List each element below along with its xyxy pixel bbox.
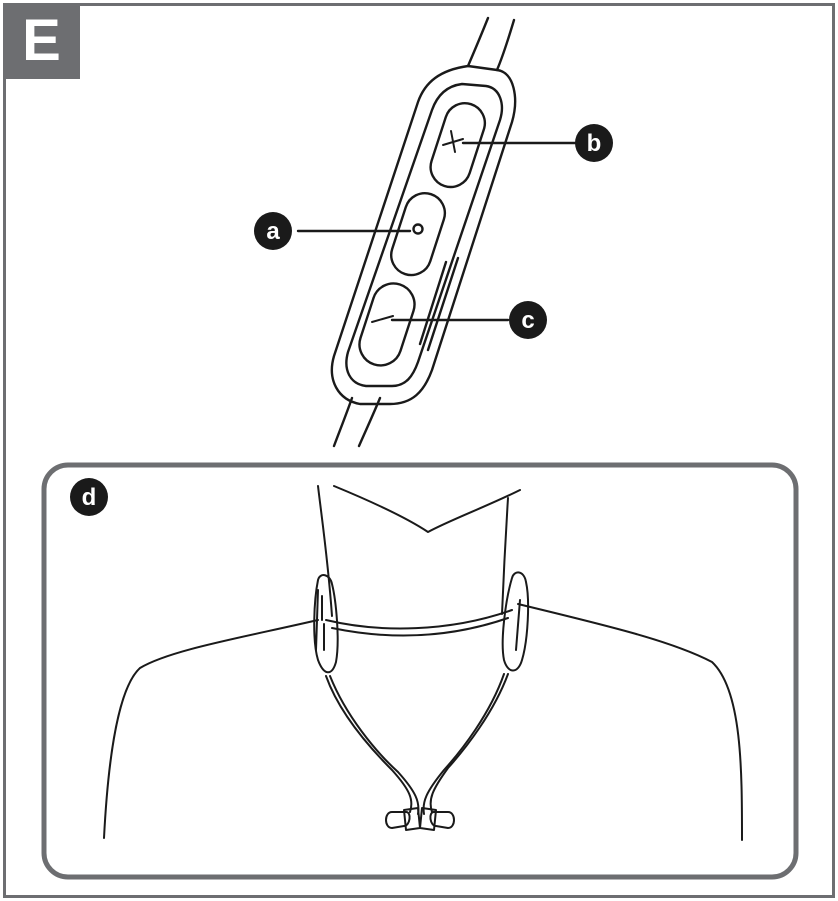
callout-d-label: d bbox=[82, 484, 97, 511]
callout-c-label: c bbox=[521, 307, 534, 334]
plus-symbol-icon-vertical bbox=[450, 130, 456, 153]
callout-b-label: b bbox=[587, 130, 602, 157]
minus-symbol-icon bbox=[371, 315, 394, 323]
remote-control-drawing bbox=[330, 16, 517, 448]
callout-a-label: a bbox=[266, 218, 280, 245]
person-wearing-drawing bbox=[103, 485, 743, 841]
section-letter-tag: E bbox=[3, 3, 80, 79]
callout-a bbox=[254, 212, 292, 250]
callout-c bbox=[509, 301, 547, 339]
callout-d bbox=[70, 478, 108, 516]
figure-frame bbox=[3, 3, 835, 898]
callout-b bbox=[575, 124, 613, 162]
wearing-panel-frame bbox=[41, 462, 799, 880]
